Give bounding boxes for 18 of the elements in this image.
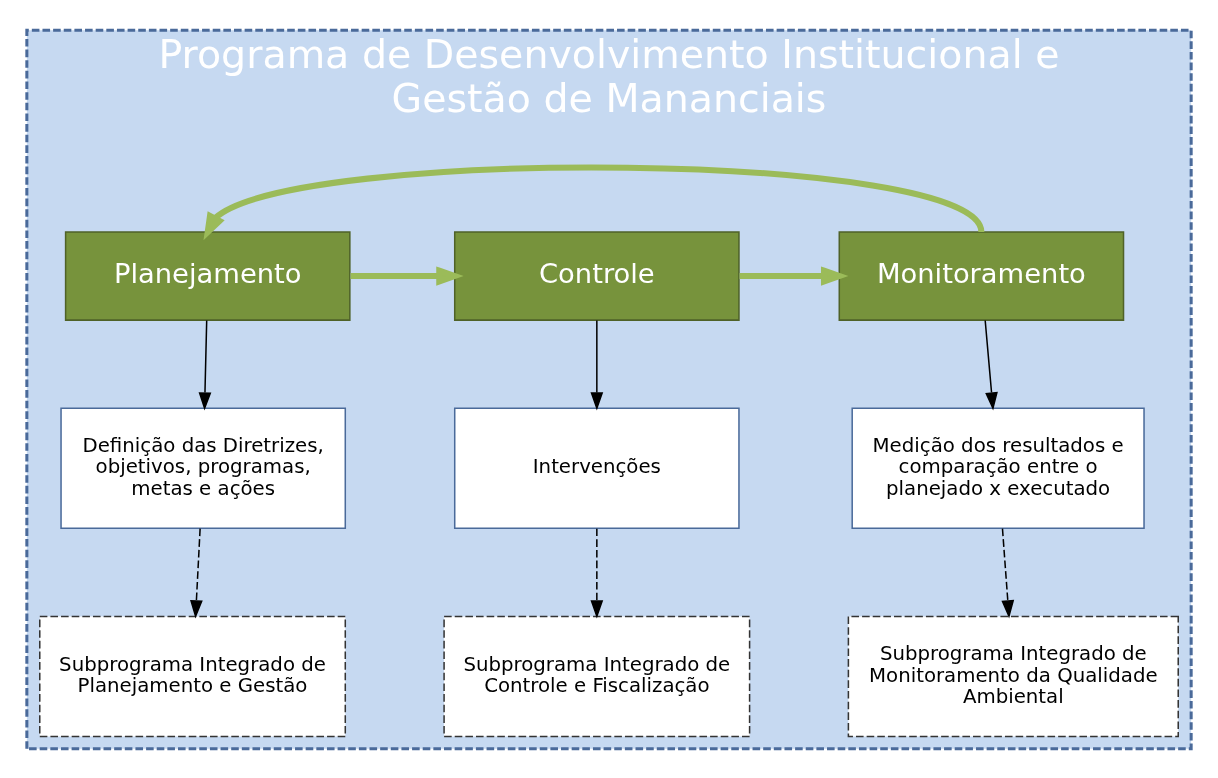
arrow xyxy=(984,319,998,411)
node-box: Planejamento xyxy=(64,230,351,321)
node-box: Monitoramento xyxy=(838,230,1125,321)
node-box: Subprograma Integrado de Monitoramento da Qualidade Ambiental xyxy=(847,615,1179,737)
arrow xyxy=(739,265,849,286)
arrow xyxy=(350,265,464,286)
node-box: Definição das Diretrizes, objetivos, programas, metas e ações xyxy=(60,407,347,529)
node-box: Intervenções xyxy=(453,407,740,529)
node-box: Medição dos resultados e comparação entre o planejado x executado xyxy=(851,407,1145,529)
node-box: Controle xyxy=(453,230,740,321)
arrow xyxy=(590,319,604,411)
arrow xyxy=(203,164,984,240)
arrow xyxy=(1001,527,1015,619)
arrow xyxy=(190,527,203,619)
node-box: Subprograma Integrado de Controle e Fiscalização xyxy=(443,615,751,737)
node-box: Subprograma Integrado de Planejamento e Gestão xyxy=(39,615,347,737)
arrow xyxy=(198,319,212,411)
arrow xyxy=(590,527,604,619)
